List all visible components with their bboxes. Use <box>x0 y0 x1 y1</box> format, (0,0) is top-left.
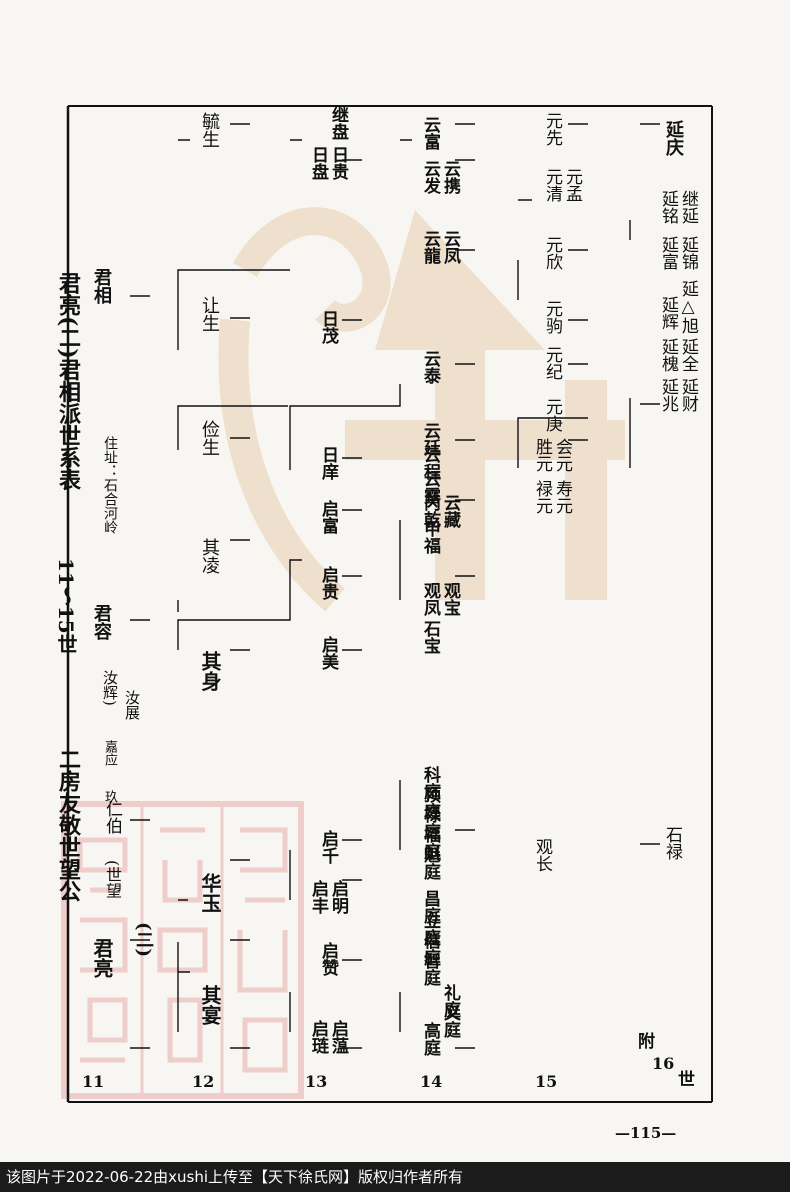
yan-cai: 延财 <box>678 378 698 412</box>
gen-15-label: 15 <box>535 1072 558 1091</box>
yan-jin: 延锦 <box>678 236 698 270</box>
qi-qian: 启千 <box>318 830 338 864</box>
yun-feng: 云凤 <box>440 230 460 264</box>
ruzhan: 汝展 <box>123 690 141 720</box>
li-ting: 礼庭 <box>440 984 460 1018</box>
hui-yuan: 会元 <box>552 438 572 472</box>
shi-bao: 石宝 <box>420 620 440 654</box>
yun-ting: 云廷 <box>420 422 440 456</box>
guan-chang: 观长 <box>532 838 552 872</box>
appendix-label: 附 <box>634 1032 654 1049</box>
yan-qing: 延庆 <box>663 120 684 156</box>
gao-ting: 高庭 <box>420 1022 440 1056</box>
yu-sheng: 毓生 <box>199 112 220 148</box>
bing-qian: 丙乾 <box>420 494 440 528</box>
upload-footer: 该图片于2022-06-22由xushi上传至【天下徐氏网】版权归作者所有 <box>0 1162 790 1192</box>
kui-ting: 魁庭 <box>420 846 440 880</box>
lu-yuan: 禄元 <box>532 480 552 514</box>
yun-lu: 云露 <box>420 470 440 504</box>
fu-ting: 福庭 <box>420 826 440 860</box>
yun-zang: 云藏 <box>440 494 460 528</box>
ren-bo: 仁伯 <box>102 800 122 834</box>
yun-sen: 云携 <box>440 160 460 194</box>
guan-bao: 观宝 <box>440 582 460 616</box>
chang-ting: 昌庭 <box>420 890 440 924</box>
ke-ting: 科庭 <box>420 766 440 800</box>
ji-pan: 继盘 <box>328 106 348 140</box>
rang-sheng: 让生 <box>199 296 220 332</box>
yuan-qing: 元清 <box>542 168 562 202</box>
guan-feng: 观凤 <box>420 582 440 616</box>
qi-mei: 启美 <box>318 636 338 670</box>
yuan-xian: 元先 <box>542 112 562 146</box>
yan-quan: 延全 <box>678 338 698 372</box>
ri-gui: 日贵 <box>328 146 348 180</box>
yi-ting: 义庭 <box>440 1004 460 1038</box>
shi-lu: 石禄 <box>662 826 682 860</box>
li-ting-2: 立庭 <box>420 912 440 946</box>
yun-long: 云龍 <box>420 230 440 264</box>
qi-fu: 启富 <box>318 500 338 534</box>
ding-ting: 顶庭 <box>420 786 440 820</box>
xin-ting: 信庭 <box>420 932 440 966</box>
gen-12-label: 12 <box>192 1072 215 1091</box>
qi-feng: 启丰 <box>308 880 328 914</box>
yan-fu: 延富 <box>658 236 678 270</box>
yun-fu: 云富 <box>420 116 440 150</box>
gen-13-label: 13 <box>305 1072 328 1091</box>
qi-gui: 启贵 <box>318 566 338 600</box>
yan-zhao: 延兆 <box>658 378 678 412</box>
yuan-geng: 元庚 <box>542 398 562 432</box>
qi-yan-12: 其宴 <box>198 985 222 1025</box>
header-center: 11～15世 <box>54 558 78 654</box>
zhi-ting: 智庭 <box>420 952 440 986</box>
yan-ming: 延铭 <box>658 190 678 224</box>
address: 住址：石合河岭 <box>102 436 118 534</box>
gen-16-label: 16 <box>652 1054 675 1073</box>
jiu: 玖 <box>102 790 117 803</box>
yan-xu: 延△旭 <box>678 280 698 334</box>
qi-shen: 其身 <box>198 651 222 691</box>
yun-cheng: 云程 <box>420 446 440 480</box>
junxiang: 君相 <box>91 268 112 304</box>
yuan-xiang: 元驹 <box>542 300 562 334</box>
yuan-meng: 元孟 <box>562 168 582 202</box>
yun-tai: 云泰 <box>420 350 440 384</box>
sheng-yuan: 胜元 <box>532 438 552 472</box>
page-number: —115— <box>615 1124 677 1142</box>
qi-ling: 其凌 <box>199 538 220 574</box>
jian-sheng: 俭生 <box>199 420 220 456</box>
lu-ting: 禄庭 <box>420 806 440 840</box>
yun-fa: 云发 <box>420 160 440 194</box>
shou-yuan: 寿元 <box>552 480 572 514</box>
yuan-ji: 元纪 <box>542 346 562 380</box>
qi-zan: 启赞 <box>318 942 338 976</box>
yuan-xin: 元欣 <box>542 236 562 270</box>
yan-huai: 延槐 <box>658 338 678 372</box>
junliang: 君亮 <box>90 938 114 978</box>
gen-11-label: 11 <box>82 1072 105 1091</box>
ri-pan: 日盘 <box>308 146 328 180</box>
hua-yu: 华玉 <box>198 873 222 913</box>
junliang-note: (二) <box>133 922 154 958</box>
ri-mao: 日茂 <box>318 310 338 344</box>
shi-label: 世 <box>674 1070 694 1087</box>
qi-lian: 启琏 <box>308 1020 328 1054</box>
ruhui: 汝辉) <box>101 670 119 706</box>
shiwang: (世望 <box>103 860 122 899</box>
jiaying: 嘉应 <box>102 740 117 766</box>
qi-yun: 启蕰 <box>328 1020 348 1054</box>
yan-hui: 延辉 <box>658 296 678 330</box>
ji-yan: 继延 <box>678 190 698 224</box>
jia-fu: 甲福 <box>420 520 440 554</box>
gen-14-label: 14 <box>420 1072 443 1091</box>
ri-xiang: 日庠 <box>318 446 338 480</box>
qi-ming: 启明 <box>328 880 348 914</box>
junrong: 君容 <box>91 604 112 640</box>
